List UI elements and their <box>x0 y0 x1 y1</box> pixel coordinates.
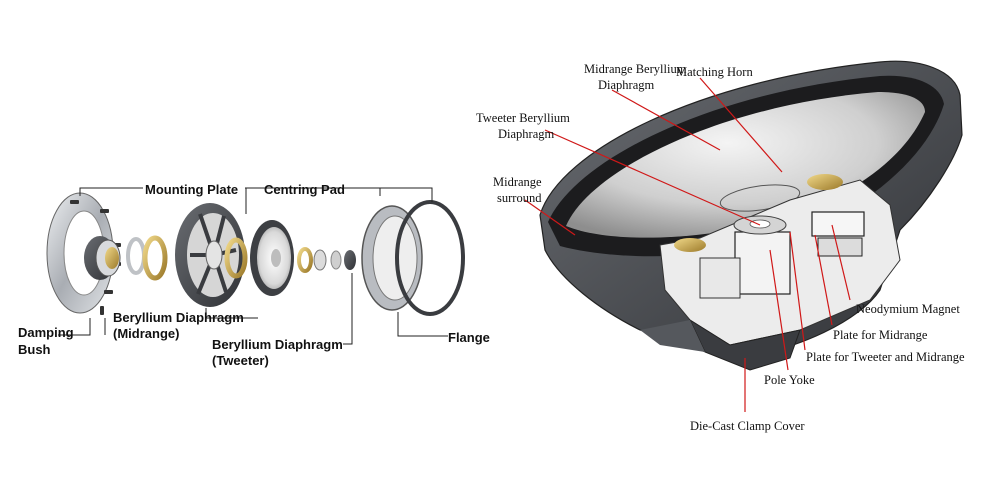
label-be-tweeter-line1: Beryllium Diaphragm <box>212 337 343 352</box>
leader-centring-pad <box>245 187 290 214</box>
leader-tweeter-be <box>544 129 761 226</box>
label-damping-bush-line1: Damping <box>18 325 74 340</box>
label-pole-yoke: Pole Yoke <box>764 373 815 387</box>
leader-mid-be <box>611 89 721 151</box>
label-plate-midrange: Plate for Midrange <box>833 328 928 342</box>
leader-be-midrange <box>205 308 258 319</box>
label-mid-surround-line2: surround <box>497 191 542 205</box>
leader-plate-mid <box>814 234 833 326</box>
label-mid-be-line1: Midrange Beryllium <box>584 62 687 76</box>
midrange-cone-part <box>566 92 925 238</box>
spacer-rings-part <box>126 235 168 281</box>
label-matching-horn: Matching Horn <box>676 65 753 79</box>
label-flange: Flange <box>448 330 490 345</box>
label-plate-tweeter-midrange: Plate for Tweeter and Midrange <box>806 350 965 364</box>
motor-unit-part <box>84 236 121 280</box>
label-mounting-plate: Mounting Plate <box>145 182 238 197</box>
label-be-midrange-line1: Beryllium Diaphragm <box>113 310 244 325</box>
label-centring-pad: Centring Pad <box>264 182 345 197</box>
motor-cutaway <box>659 174 901 346</box>
label-mid-surround-line1: Midrange <box>493 175 542 189</box>
label-neodymium-magnet: Neodymium Magnet <box>856 302 960 316</box>
cutaway-view: Midrange Beryllium Diaphragm Matching Ho… <box>476 60 965 433</box>
label-be-midrange-line2: (Midrange) <box>113 326 179 341</box>
leader-matching-horn <box>699 77 783 173</box>
leader-pole-yoke <box>769 249 789 371</box>
leader-mid-surround <box>524 199 576 236</box>
label-tweeter-be-line2: Diaphragm <box>498 127 555 141</box>
centring-pad-part <box>250 220 294 296</box>
leader-centring-pad-right <box>356 187 433 202</box>
leader-mounting-plate <box>79 187 143 196</box>
clamp-cover-part <box>640 318 801 371</box>
leader-be-tweeter <box>343 273 353 345</box>
leader-plate-tw-mid <box>789 231 806 351</box>
label-tweeter-be-line1: Tweeter Beryllium <box>476 111 570 125</box>
label-be-tweeter-line2: (Tweeter) <box>212 353 269 368</box>
leader-neodymium <box>831 224 851 301</box>
tweeter-parts <box>297 247 356 273</box>
midrange-diaphragm-part <box>175 203 248 307</box>
flange-part <box>361 200 465 316</box>
leader-damping-bush <box>58 318 91 336</box>
label-damping-bush-line2: Bush <box>18 342 51 357</box>
leader-flange <box>397 312 448 337</box>
label-clamp-cover: Die-Cast Clamp Cover <box>690 419 805 433</box>
label-mid-be-line2: Diaphragm <box>598 78 655 92</box>
exploded-view: Mounting Plate Centring Pad Damping Bush… <box>18 182 490 368</box>
